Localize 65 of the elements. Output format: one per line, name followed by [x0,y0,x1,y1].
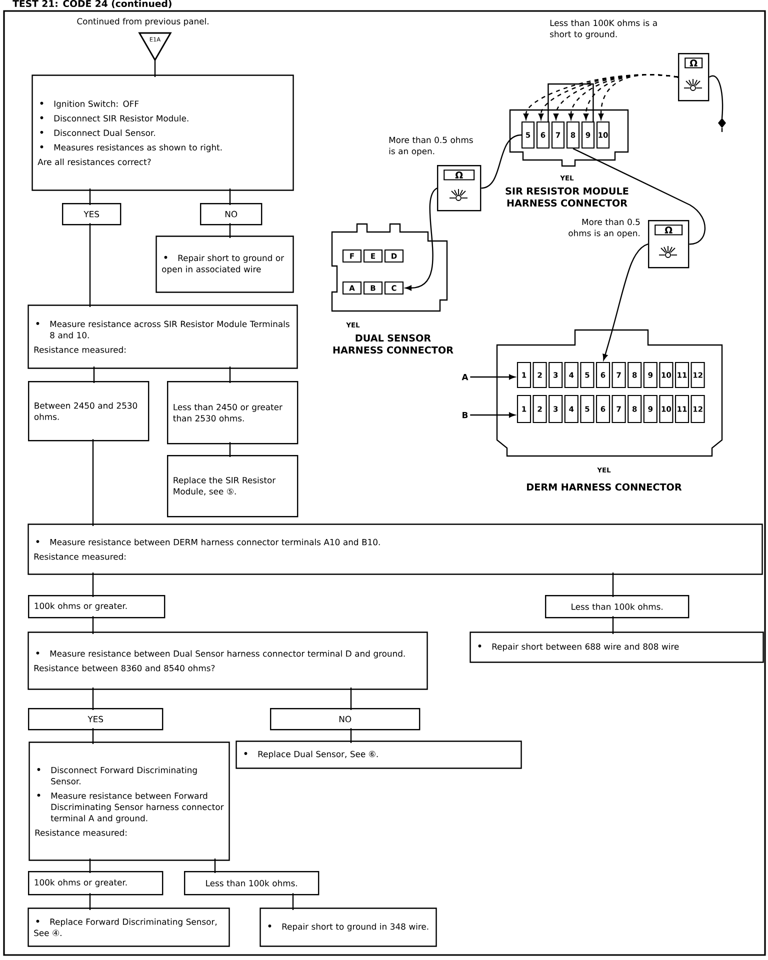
action-box: Replace Dual Sensor, See ⑥. [236,740,522,769]
test-lead [602,244,648,360]
connector-line [229,442,231,457]
multimeter: Ω [678,53,710,102]
test-lead [481,134,522,189]
connector-line [89,858,91,873]
connector-line [92,728,94,744]
instruction-box: Measure resistance between DERM harness connector terminals A10 and B10. Resistance measured: [28,524,763,575]
connector-line [89,223,91,307]
note-text: More than 0.5 ohms is an open. [568,218,640,238]
answer-box: YES [62,203,122,226]
connector-name: DERM HARNESS CONNECTOR [527,483,682,491]
connector-line [214,858,216,873]
connector-line [612,572,614,597]
action-box: Replace the SIR Resistor Module, see ⑤. [167,455,298,518]
instruction-box: Measure resistance across SIR Resistor Module Terminals 8 and 10. Resistance measured: [28,304,298,369]
connector-line [89,188,91,205]
connector-line [350,688,352,710]
connector-line [350,728,352,743]
action-box: Repair short to ground or open in associated wire [156,236,294,293]
multimeter: Ω [648,220,690,268]
test-lead [572,148,706,245]
connector-line [292,893,294,910]
leader-line [470,374,516,380]
multimeter: Ω [437,165,482,212]
action-box: Repair short to ground in 348 wire. [260,908,437,947]
connector-line [154,59,156,77]
result-box: 100k ohms or greater. [28,871,164,896]
result-box: Less than 100k ohms. [184,871,320,896]
connector-line [229,223,231,238]
leader-line [470,412,516,418]
answer-box: NO [200,203,262,226]
connector-line [89,893,91,910]
connector-line [92,572,94,597]
test-lead [405,188,438,291]
answer-box: NO [270,708,420,730]
connector-line [92,439,94,526]
test-lead [708,75,724,118]
instruction-box: Ignition Switch: OFF Disconnect SIR Resistor Module. Disconnect Dual Sensor. Measures resistances as shown to right. Are all resistances correct? [32,74,294,191]
result-box: Less than 2450 or greater than 2530 ohms. [167,381,298,444]
connector-line [229,188,231,205]
instruction-box: Disconnect Forward Discriminating Sensor. Measure resistance between Forward Discriminating Sensor harness connector terminal A and ground. Resistance measured: [28,742,230,861]
note-text: More than 0.5 ohms is an open. [389,136,473,156]
row-letter: A [462,374,468,380]
title: TEST 21: CODE 24 (continued) [12,0,172,8]
connector-line [92,688,94,710]
action-box: Replace Forward Discriminating Sensor, See ④. [28,908,230,947]
connector-name: DUAL SENSOR HARNESS CONNECTOR [333,334,454,354]
test-lead [548,83,594,122]
instruction-box: Measure resistance between Dual Sensor harness connector terminal D and ground. Resistance between 8360 and 8540 ohms? [28,632,428,690]
ground-symbol [718,118,726,132]
connector-line [93,366,95,383]
connector-name: SIR RESISTOR MODULE HARNESS CONNECTOR [506,187,628,207]
action-box: Repair short between 688 wire and 808 wire [470,632,764,663]
result-box: 100k ohms or greater. [28,595,166,618]
result-box: Between 2450 and 2530 ohms. [28,381,150,442]
connector-line [612,616,614,634]
result-box: Less than 100k ohms. [545,595,690,618]
connector-line [229,366,231,383]
caption-text: Continued from previous panel. [77,18,208,26]
test-lead [598,74,678,120]
connector-line [92,616,94,634]
answer-box: YES [28,708,164,730]
row-letter: B [462,412,468,418]
note-text: Less than 100K ohms is a short to ground. [550,20,657,39]
